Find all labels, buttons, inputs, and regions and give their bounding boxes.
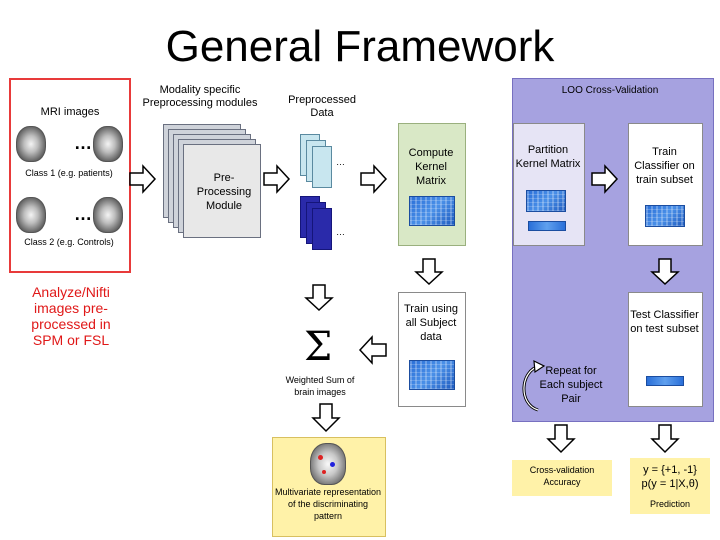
down-arrow-icon — [311, 403, 341, 433]
prediction-line1: y = {+1, -1} — [643, 464, 697, 476]
preprocessing-module-label: Pre-Processing Module — [196, 172, 252, 212]
down-arrow-icon — [546, 424, 576, 454]
page-title: General Framework — [165, 22, 555, 71]
preprocessed-header: Preprocessed Data — [288, 94, 356, 119]
accuracy-box — [512, 460, 612, 496]
multivariate-label: Multivariate representation of the discr… — [274, 487, 382, 521]
partition-matrix-image — [526, 190, 566, 212]
weighted-sum-label: Weighted Sum of brain images — [285, 375, 355, 397]
train-matrix-image — [409, 360, 455, 390]
ellipsis: … — [74, 133, 92, 153]
class2-label: Class 2 (e.g. Controls) — [24, 237, 114, 247]
brain-image — [16, 197, 46, 233]
right-arrow-icon — [360, 164, 388, 194]
preprocessed-light — [312, 146, 332, 188]
partition-strip-image — [528, 221, 566, 231]
brain-image — [93, 197, 123, 233]
blue-activation — [330, 462, 335, 467]
down-arrow-icon — [650, 258, 680, 286]
red-activation — [318, 455, 323, 460]
ellipsis: … — [336, 157, 345, 167]
repeat-arrow-icon — [522, 359, 546, 412]
preprocessed-dark — [312, 208, 332, 250]
prediction-box — [630, 458, 710, 514]
mri-images-label: MRI images — [40, 106, 100, 118]
train-all-label: Train using all Subject data — [403, 303, 458, 343]
repeat-label: Repeat for Each subject Pair — [539, 365, 603, 405]
right-arrow-icon — [263, 164, 291, 194]
accuracy-label: Cross-validation Accuracy — [529, 465, 595, 487]
right-arrow-icon — [129, 164, 157, 194]
mri-images-box — [9, 78, 131, 273]
kernel-matrix-image — [409, 196, 455, 226]
brain-image — [16, 126, 46, 162]
down-arrow-icon — [414, 258, 444, 286]
discriminating-brain-image — [310, 443, 346, 485]
partition-label: Partition Kernel Matrix — [515, 144, 581, 170]
ellipsis: … — [74, 204, 92, 224]
test-subset-strip-image — [646, 376, 684, 386]
right-arrow-icon — [591, 164, 619, 194]
mri-note: Analyze/Nifti images pre-processed in SP… — [31, 284, 111, 348]
test-classifier-box — [628, 292, 703, 407]
left-arrow-icon — [358, 335, 387, 365]
ellipsis: … — [336, 227, 345, 237]
loo-header: LOO Cross-Validation — [561, 85, 659, 96]
prediction-line2: p(y = 1|X,θ) — [641, 478, 699, 490]
preprocessing-header: Modality specific Preprocessing modules — [142, 84, 258, 109]
prediction-label: Prediction — [649, 499, 691, 509]
preprocessing-module — [183, 144, 261, 238]
red-activation — [322, 470, 326, 474]
down-arrow-icon — [304, 284, 334, 312]
down-arrow-icon — [650, 424, 680, 454]
class1-label: Class 1 (e.g. patients) — [25, 168, 113, 178]
sum-symbol: Σ — [304, 324, 333, 370]
compute-kernel-label: Compute Kernel Matrix — [408, 147, 454, 187]
train-classifier-label: Train Classifier on train subset — [634, 146, 695, 186]
test-classifier-label: Test Classifier on test subset — [630, 309, 699, 335]
brain-image — [93, 126, 123, 162]
train-subset-matrix-image — [645, 205, 685, 227]
